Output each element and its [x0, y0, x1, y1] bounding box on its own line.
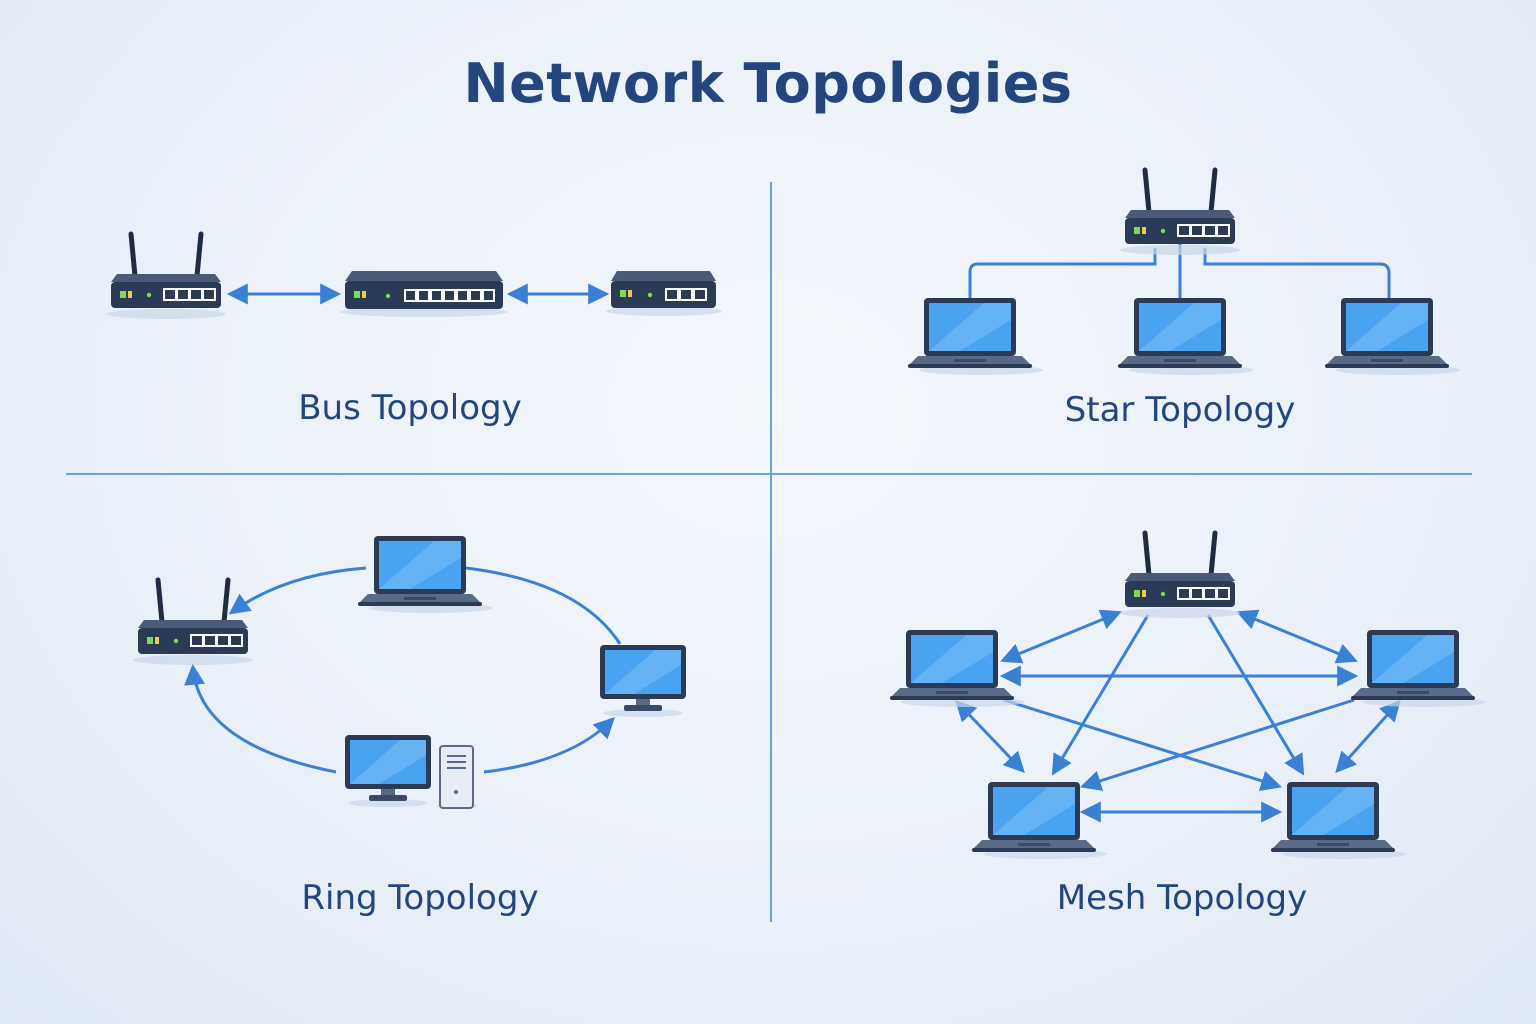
ring-router-icon	[133, 580, 253, 665]
ring-monitor-icon	[600, 645, 686, 717]
bus-panel	[106, 234, 722, 319]
star-link-line	[1203, 248, 1391, 298]
star-panel	[908, 170, 1460, 375]
bus-switch-icon	[340, 271, 508, 317]
star-laptop-icon	[1118, 298, 1253, 375]
mesh-link-arrow-icon	[1236, 609, 1358, 664]
bus-topology-caption: Bus Topology	[298, 388, 522, 428]
bus-switch-small-icon	[606, 271, 722, 316]
mesh-link-arrow-icon	[1003, 698, 1283, 791]
ring-laptop-icon	[358, 536, 493, 613]
mesh-link-arrow-icon	[1206, 614, 1305, 776]
mesh-topology-caption: Mesh Topology	[1056, 878, 1308, 918]
star-laptop-icon	[908, 298, 1043, 375]
mesh-laptop-icon	[1271, 782, 1406, 859]
ring-link-arrow-icon	[483, 717, 615, 774]
mesh-router-icon	[1120, 533, 1240, 618]
mesh-link-arrow-icon	[1079, 698, 1355, 791]
mesh-panel	[890, 533, 1486, 859]
ring-desktop-icon	[345, 735, 477, 809]
ring-link-line	[465, 566, 622, 645]
mesh-link-arrow-icon	[955, 699, 1025, 774]
horizontal-divider	[66, 473, 1472, 475]
star-topology-caption: Star Topology	[1064, 390, 1296, 430]
mesh-laptop-icon	[1351, 630, 1486, 707]
mesh-link-arrow-icon	[1051, 614, 1150, 776]
star-laptop-icon	[1325, 298, 1460, 375]
mesh-laptop-icon	[890, 630, 1025, 707]
ring-link-arrow-icon	[184, 663, 337, 774]
star-router-icon	[1120, 170, 1240, 255]
mesh-link-arrow-icon	[1335, 699, 1401, 774]
ring-link-arrow-icon	[228, 566, 367, 615]
star-link-line	[968, 248, 1157, 298]
ring-topology-caption: Ring Topology	[301, 878, 539, 918]
vertical-divider	[770, 182, 772, 922]
mesh-link-arrow-icon	[1000, 609, 1122, 664]
page-title: Network Topologies	[463, 52, 1073, 115]
ring-panel	[133, 536, 686, 809]
mesh-laptop-icon	[972, 782, 1107, 859]
bus-router-icon	[106, 234, 226, 319]
